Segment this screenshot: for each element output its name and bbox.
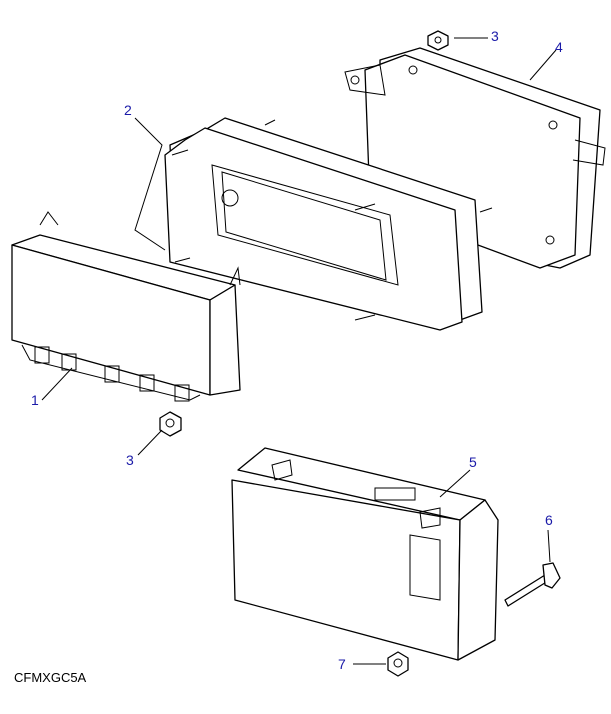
callout-1: 1 bbox=[31, 392, 39, 408]
callout-7: 7 bbox=[338, 656, 346, 672]
callout-3-lower: 3 bbox=[126, 452, 134, 468]
callout-5: 5 bbox=[469, 454, 477, 470]
callout-3-top: 3 bbox=[491, 28, 499, 44]
leader-lines bbox=[41, 37, 557, 665]
part-3-nut-lower bbox=[159, 411, 182, 437]
part-2-gasket bbox=[164, 117, 493, 331]
callout-4: 4 bbox=[555, 39, 563, 55]
part-3-nut-top bbox=[427, 30, 449, 51]
part-7-nut bbox=[387, 651, 409, 677]
reference-code: CFMXGC5A bbox=[14, 670, 87, 685]
callout-6: 6 bbox=[545, 512, 553, 528]
part-6-bolt bbox=[504, 562, 561, 607]
part-1-module bbox=[11, 211, 241, 402]
callout-2: 2 bbox=[124, 102, 132, 118]
part-5-unit bbox=[231, 447, 499, 661]
